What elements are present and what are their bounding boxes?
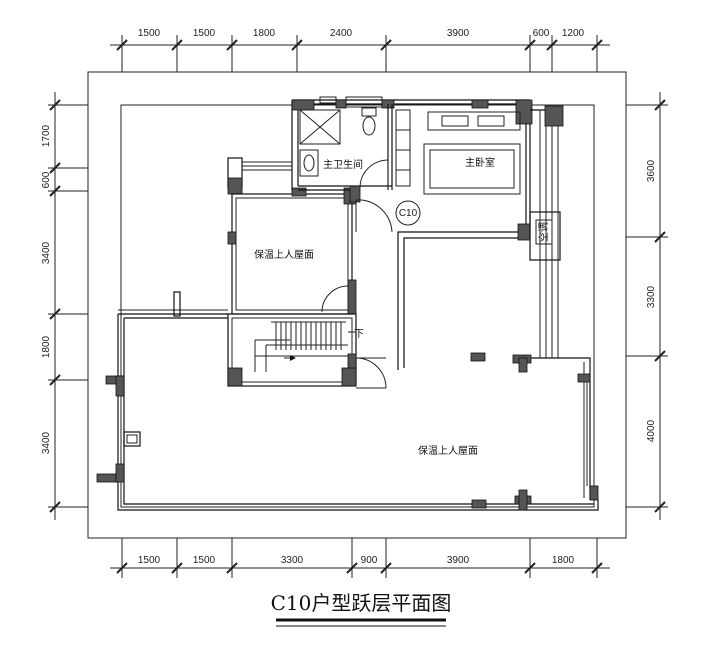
upper-roof-walls bbox=[227, 157, 357, 315]
bottom-dim-4: 900 bbox=[361, 555, 378, 566]
stair-block bbox=[227, 313, 387, 389]
ac-label: 空调 bbox=[537, 222, 550, 242]
right-dim-3: 4000 bbox=[646, 419, 657, 442]
top-dim-3: 1800 bbox=[253, 28, 276, 39]
top-dim-1: 1500 bbox=[138, 28, 161, 39]
top-dim-2: 1500 bbox=[193, 28, 216, 39]
bottom-dimension-chain: 1500 1500 3300 900 3900 1800 bbox=[110, 538, 610, 578]
unit-tag-circle bbox=[395, 200, 421, 226]
left-dim-2: 600 bbox=[41, 171, 52, 188]
right-dim-1: 3600 bbox=[646, 159, 657, 182]
outer-frame bbox=[87, 71, 627, 539]
bottom-dim-5: 3900 bbox=[447, 555, 470, 566]
bottom-dim-6: 1800 bbox=[552, 555, 575, 566]
inner-frame bbox=[120, 104, 595, 508]
left-dim-3: 3400 bbox=[41, 241, 52, 264]
unit-tag: C10 bbox=[399, 208, 418, 219]
left-dim-1: 1700 bbox=[41, 124, 52, 147]
left-dimension-chain: 1700 600 3400 1800 3400 bbox=[41, 92, 88, 520]
top-dim-5: 3900 bbox=[447, 28, 470, 39]
room-label-master-bedroom: 主卧室 bbox=[465, 156, 495, 169]
room-label-lower-roof: 保温上人屋面 bbox=[418, 444, 478, 457]
top-dim-4: 2400 bbox=[330, 28, 353, 39]
top-dim-6: 600 bbox=[533, 28, 550, 39]
top-dimension-chain: 1500 1500 1800 2400 3900 600 1200 bbox=[110, 28, 610, 72]
right-dim-2: 3300 bbox=[646, 285, 657, 308]
right-dimension-chain: 3600 3300 4000 bbox=[626, 92, 668, 520]
drawing-title: C10户型跃层平面图 bbox=[271, 591, 452, 615]
bottom-dim-2: 1500 bbox=[193, 555, 216, 566]
bedroom-block: 空调 bbox=[291, 96, 564, 370]
top-dim-7: 1200 bbox=[562, 28, 585, 39]
room-label-upper-roof: 保温上人屋面 bbox=[254, 248, 314, 261]
left-dim-5: 3400 bbox=[41, 431, 52, 454]
left-dim-4: 1800 bbox=[41, 335, 52, 358]
stair-down-label: 下 bbox=[354, 329, 364, 340]
room-label-master-bath: 主卫生间 bbox=[323, 158, 363, 171]
bottom-dim-1: 1500 bbox=[138, 555, 161, 566]
lower-roof-walls bbox=[96, 291, 599, 511]
bottom-dim-3: 3300 bbox=[281, 555, 304, 566]
